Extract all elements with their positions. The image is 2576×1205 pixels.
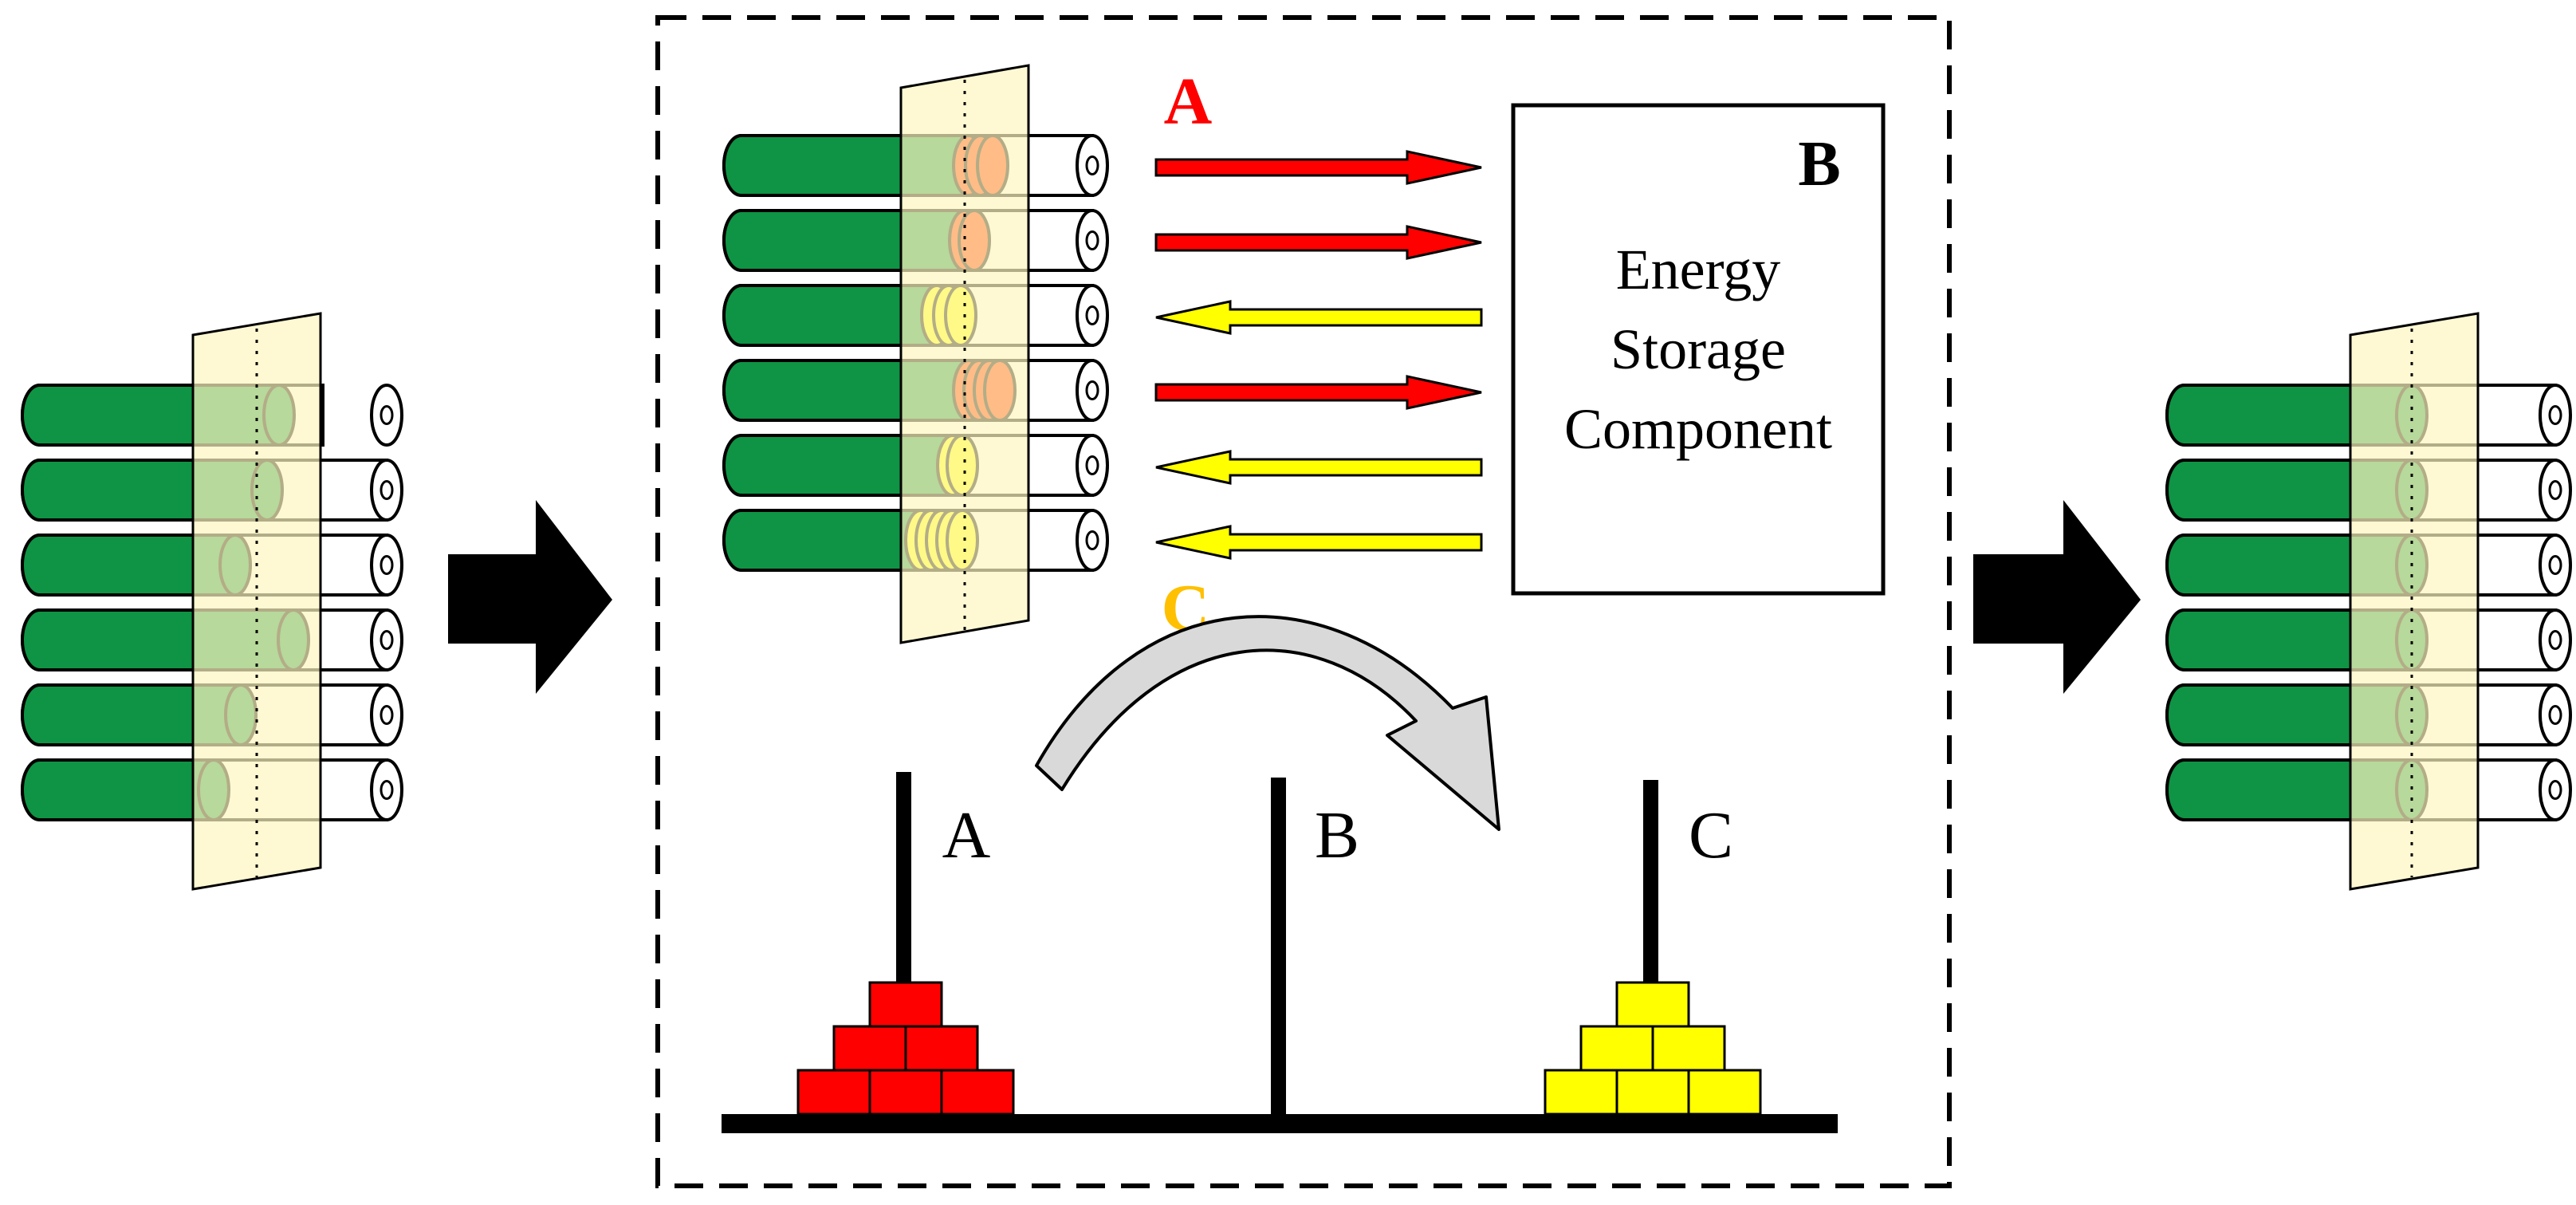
reference-plane (191, 312, 322, 891)
storage-text-line-1: Energy (1616, 238, 1781, 301)
process-frame (655, 15, 1952, 1188)
tower-of-hanoi: A B C (722, 772, 1838, 1133)
discharge-arrow-icon (1154, 375, 1482, 410)
energy-storage-box (1511, 103, 1886, 596)
red-block (832, 1025, 907, 1072)
yellow-block (1579, 1025, 1654, 1072)
reference-plane (2349, 312, 2480, 891)
storage-text-line-3: Component (1564, 397, 1832, 461)
red-block (904, 1025, 979, 1072)
yellow-block (1687, 1069, 1762, 1116)
charge-arrow-icon (1155, 525, 1483, 560)
red-block (940, 1069, 1015, 1116)
peg-label-c: C (1689, 798, 1733, 872)
yellow-block (1615, 981, 1690, 1028)
label-b-storage: B (1798, 129, 1840, 199)
peg-label-a: A (942, 798, 991, 872)
peg-b (1271, 778, 1286, 1116)
yellow-block (1651, 1025, 1726, 1072)
charge-arrow-icon (1155, 300, 1483, 335)
yellow-block (1615, 1069, 1690, 1116)
big-right-arrow-icon (448, 500, 612, 694)
yellow-disk-stack (1544, 981, 1762, 1116)
balanced-pack (2165, 312, 2572, 891)
storage-text-line-2: Storage (1610, 317, 1786, 381)
discharge-arrow-icon (1154, 225, 1482, 260)
red-disk-stack (796, 981, 1015, 1116)
charge-arrow-icon (1155, 450, 1483, 485)
label-a-discharge: A (1164, 65, 1213, 139)
peg-label-b: B (1315, 798, 1359, 872)
yellow-block (1544, 1069, 1618, 1116)
red-block (868, 1069, 943, 1116)
hanoi-base (722, 1114, 1838, 1133)
reference-plane (899, 64, 1030, 644)
unbalanced-pack (21, 312, 403, 891)
big-right-arrow-icon (1973, 500, 2141, 694)
red-block (796, 1069, 871, 1116)
balancing-pack (722, 64, 1109, 644)
red-block (868, 981, 943, 1028)
flow-arrows (1154, 150, 1483, 560)
discharge-arrow-icon (1154, 150, 1482, 185)
transfer-arc-arrow-icon (1035, 615, 1500, 831)
